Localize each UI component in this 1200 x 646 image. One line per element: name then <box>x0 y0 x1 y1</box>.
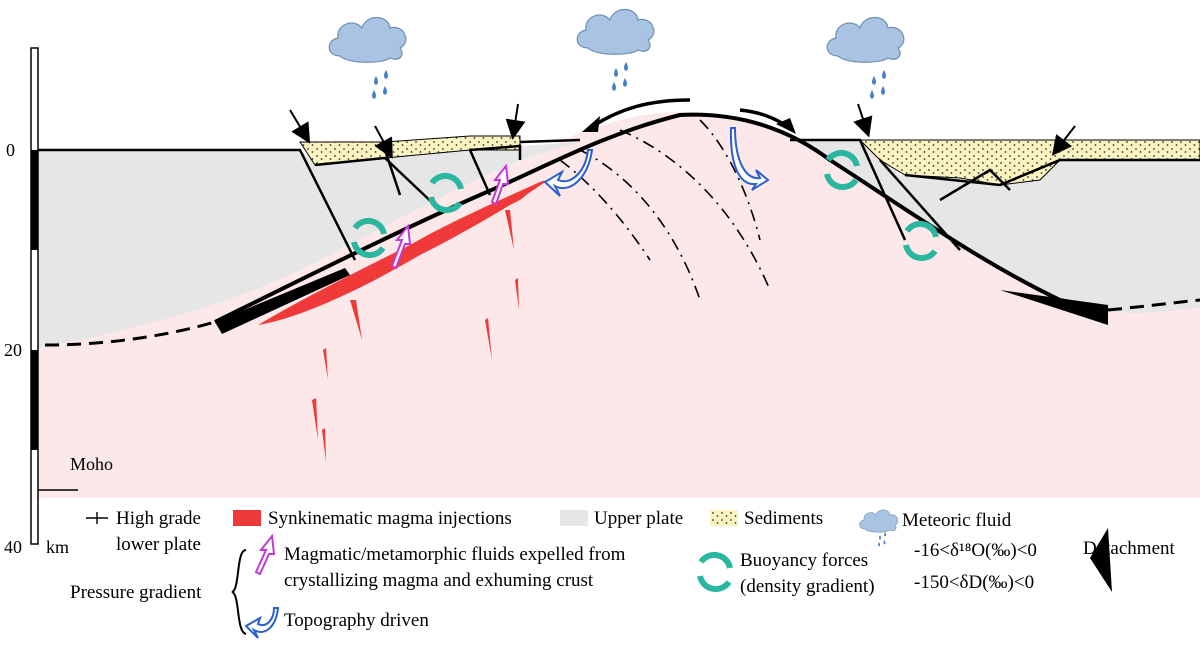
moho-label: Moho <box>70 454 113 474</box>
legend-high-grade-label-2: lower plate <box>116 534 201 555</box>
legend-brace <box>232 550 246 634</box>
legend-cloud-icon <box>860 510 898 547</box>
legend-high-grade-icon <box>86 512 108 524</box>
legend-delta-o: -16<δ¹⁸O(‰)<0 <box>914 540 1037 561</box>
scale-tick-0: 0 <box>6 140 15 160</box>
legend-meteoric-label: Meteoric fluid <box>902 510 1012 531</box>
cloud-icon <box>329 18 406 100</box>
legend-sediments-swatch <box>710 510 738 526</box>
legend-upper-plate-swatch <box>560 510 588 526</box>
legend-magmatic-label-2: crystallizing magma and exhuming crust <box>284 570 594 591</box>
scale-unit: km <box>46 537 69 557</box>
legend-buoyancy-icon <box>700 555 730 589</box>
legend-buoyancy-label: Buoyancy forces <box>740 550 868 571</box>
legend-topography-label: Topography driven <box>284 610 429 631</box>
legend-magma-swatch <box>233 510 261 526</box>
legend-topography-arrow-icon <box>246 608 278 638</box>
legend-magmatic-arrow-icon <box>256 536 274 574</box>
scale-tick-20: 20 <box>4 340 22 360</box>
legend-sediments-label: Sediments <box>744 508 823 529</box>
legend-magmatic-label: Magmatic/metamorphic fluids expelled fro… <box>284 544 626 565</box>
legend-detachment-label: Detachment <box>1083 538 1176 559</box>
legend-pressure-gradient-label: Pressure gradient <box>70 582 202 603</box>
legend-delta-d: -150<δD(‰)<0 <box>914 572 1034 593</box>
scale-tick-40: 40 <box>4 537 22 557</box>
legend-buoyancy-label-2: (density gradient) <box>740 576 875 597</box>
cloud-icon <box>827 18 904 100</box>
legend-upper-plate-label: Upper plate <box>594 508 683 529</box>
cloud-icon <box>577 10 654 92</box>
legend-magma-label: Synkinematic magma injections <box>268 508 512 529</box>
legend-high-grade-label: High grade <box>116 508 201 529</box>
